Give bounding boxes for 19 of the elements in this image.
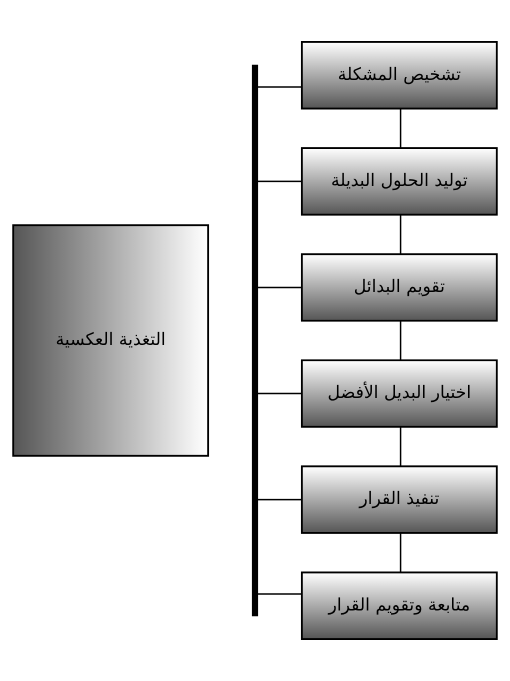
connector — [258, 86, 302, 88]
node-box: اختيار البديل الأفضل — [300, 359, 498, 428]
node-box: توليد الحلول البديلة — [300, 147, 498, 216]
connector — [400, 427, 402, 466]
node-box: تقويم البدائل — [300, 253, 498, 322]
node-box: متابعة وتقويم القرار — [300, 572, 498, 640]
connector — [400, 214, 402, 254]
connector — [258, 498, 302, 500]
node-box: تشخيص المشكلة — [300, 41, 498, 110]
node-bar — [252, 64, 258, 616]
node-box: تنفيذ القرار — [300, 465, 498, 534]
connector — [258, 286, 302, 288]
node-box: التغذية العكسية — [12, 224, 210, 457]
connector — [258, 593, 302, 595]
connector — [258, 392, 302, 394]
connector — [258, 180, 302, 182]
connector — [400, 321, 402, 360]
connector — [400, 533, 402, 572]
connector — [400, 108, 402, 148]
